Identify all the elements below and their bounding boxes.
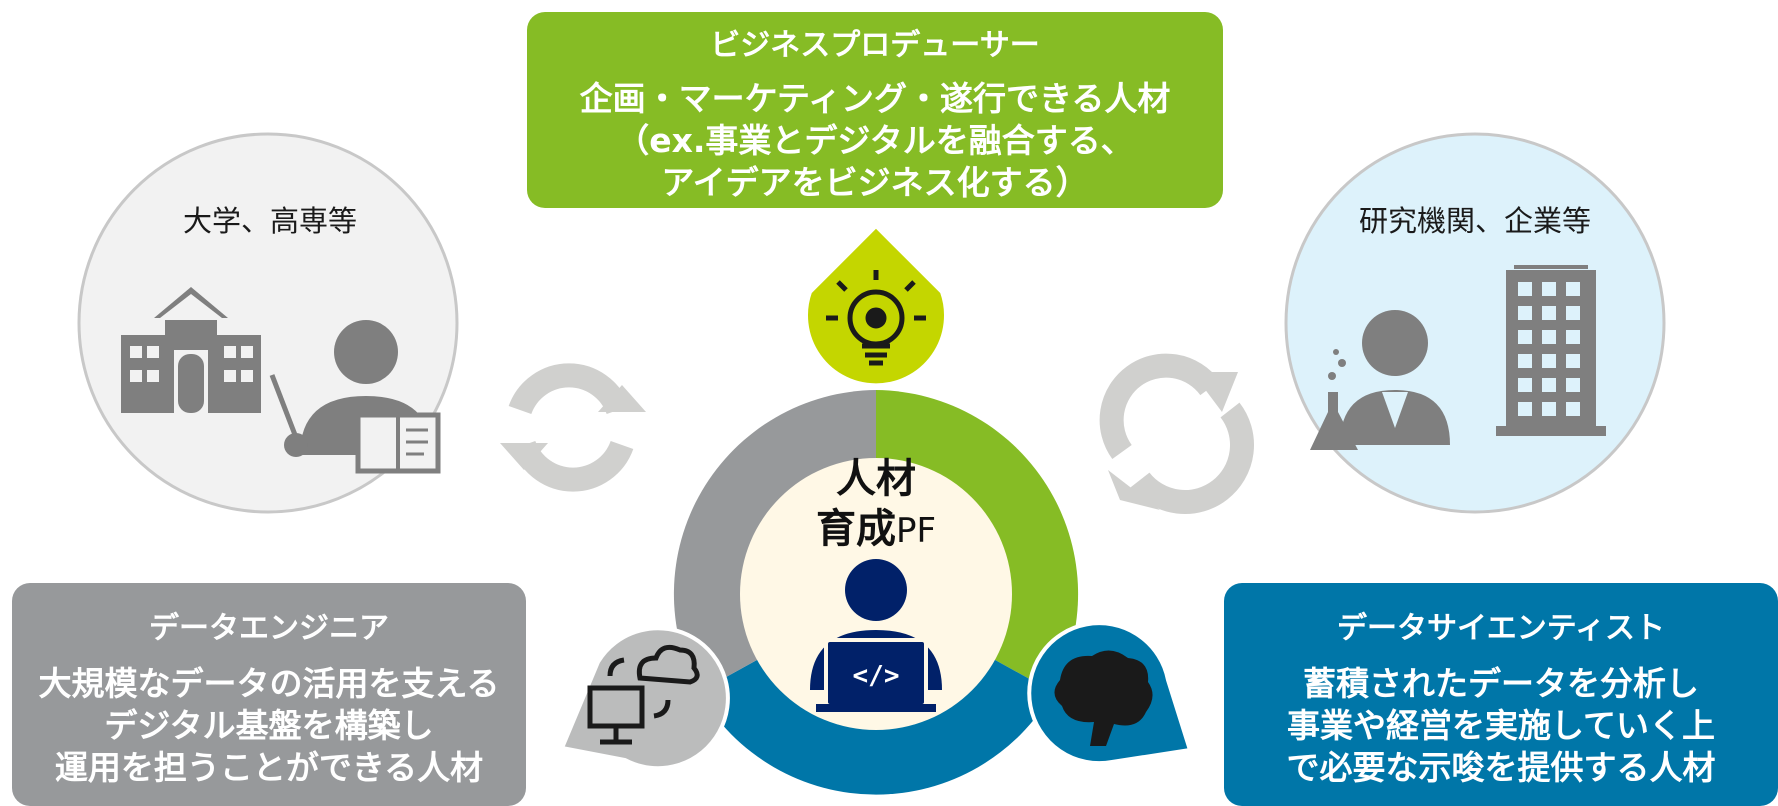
office-window xyxy=(1518,282,1532,296)
research-institution-label: 研究機関、企業等 xyxy=(1358,204,1591,238)
business-producer-desc-line2: （ex.事業とデジタルを融合する、 xyxy=(616,121,1134,160)
data-engineer-desc-line1: 大規模なデータの活用を支える xyxy=(38,664,500,703)
office-window xyxy=(1518,306,1532,320)
data-engineer-desc-line3: 運用を担うことができる人材 xyxy=(54,748,484,787)
university-circle xyxy=(77,132,459,514)
office-window xyxy=(1542,282,1556,296)
computer-cloud-sync-icon xyxy=(587,644,700,745)
office-window xyxy=(1518,378,1532,392)
office-window xyxy=(1542,354,1556,368)
office-window xyxy=(1566,378,1580,392)
drop-computer-cloud xyxy=(559,626,730,771)
office-window xyxy=(1566,282,1580,296)
office-window xyxy=(1542,378,1556,392)
school-building-icon xyxy=(121,287,261,413)
data-engineer-title: データエンジニア xyxy=(149,611,389,646)
cycle-arrows-left-icon xyxy=(500,363,646,492)
university-label: 大学、高専等 xyxy=(182,204,357,238)
data-scientist-title: データサイエンティスト xyxy=(1337,611,1665,646)
office-window xyxy=(1518,402,1532,416)
office-window xyxy=(1566,402,1580,416)
brain-icon xyxy=(1054,650,1153,746)
center-title: 人材 育成PF xyxy=(726,454,1026,556)
office-window xyxy=(1566,354,1580,368)
data-scientist-box: データサイエンティスト 蓄積されたデータを分析し 事業や経営を実施していく上 で… xyxy=(1224,583,1778,806)
data-scientist-desc-line1: 蓄積されたデータを分析し xyxy=(1303,664,1699,703)
office-window xyxy=(1518,330,1532,344)
data-scientist-desc-line3: で必要な示唆を提供する人材 xyxy=(1286,748,1716,787)
code-tag-icon: </> xyxy=(853,661,900,691)
office-windows xyxy=(1518,282,1580,416)
business-producer-box: ビジネスプロデューサー 企画・マーケティング・遂行できる人材 （ex.事業とデジ… xyxy=(527,12,1223,208)
cycle-arrows-right-icon xyxy=(1099,353,1254,514)
scientist-with-flask-icon xyxy=(1310,310,1450,450)
data-engineer-box: データエンジニア 大規模なデータの活用を支える デジタル基盤を構築し 運用を担う… xyxy=(12,583,526,806)
research-circle xyxy=(1284,132,1666,514)
lightbulb-gear-icon xyxy=(826,270,926,366)
office-window xyxy=(1566,330,1580,344)
drop-lightbulb xyxy=(804,223,948,388)
drop-brain xyxy=(1027,621,1193,766)
office-window xyxy=(1542,402,1556,416)
office-window xyxy=(1566,306,1580,320)
business-producer-desc-line3: アイデアをビジネス化する） xyxy=(661,163,1089,202)
office-window xyxy=(1542,306,1556,320)
business-producer-title: ビジネスプロデューサー xyxy=(710,28,1040,63)
data-scientist-desc-line2: 事業や経営を実施していく上 xyxy=(1286,706,1715,745)
center-title-line2: 育成PF xyxy=(815,506,937,552)
center-title-suffix: PF xyxy=(895,511,937,551)
office-window xyxy=(1518,354,1532,368)
data-engineer-desc-line2: デジタル基盤を構築し xyxy=(104,706,434,745)
teacher-with-pointer-icon xyxy=(269,320,441,474)
office-window xyxy=(1542,330,1556,344)
business-producer-desc-line1: 企画・マーケティング・遂行できる人材 xyxy=(579,79,1171,118)
center-title-line1: 人材 xyxy=(836,456,916,502)
developer-person-icon: </> xyxy=(810,559,942,712)
